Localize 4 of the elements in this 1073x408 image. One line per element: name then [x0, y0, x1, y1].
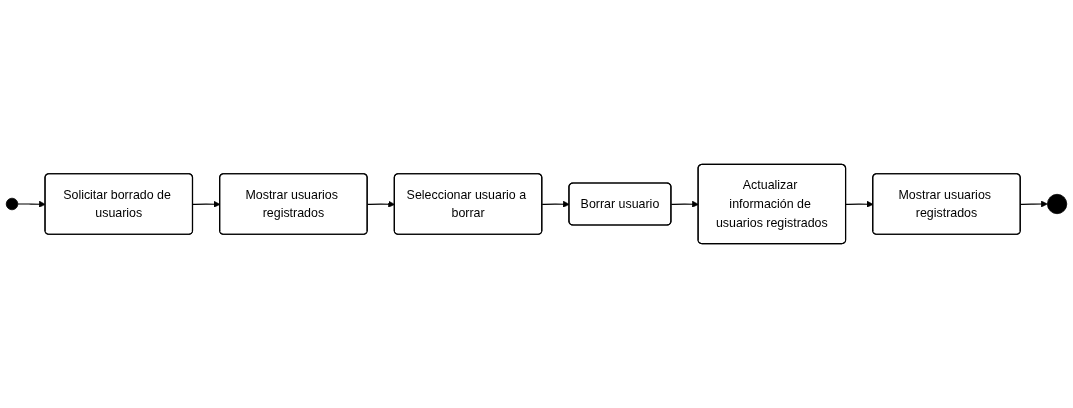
- arrow: [670, 200, 699, 208]
- node-circle: [5, 197, 19, 211]
- arrow: [1020, 200, 1048, 208]
- arrow: [17, 200, 46, 208]
